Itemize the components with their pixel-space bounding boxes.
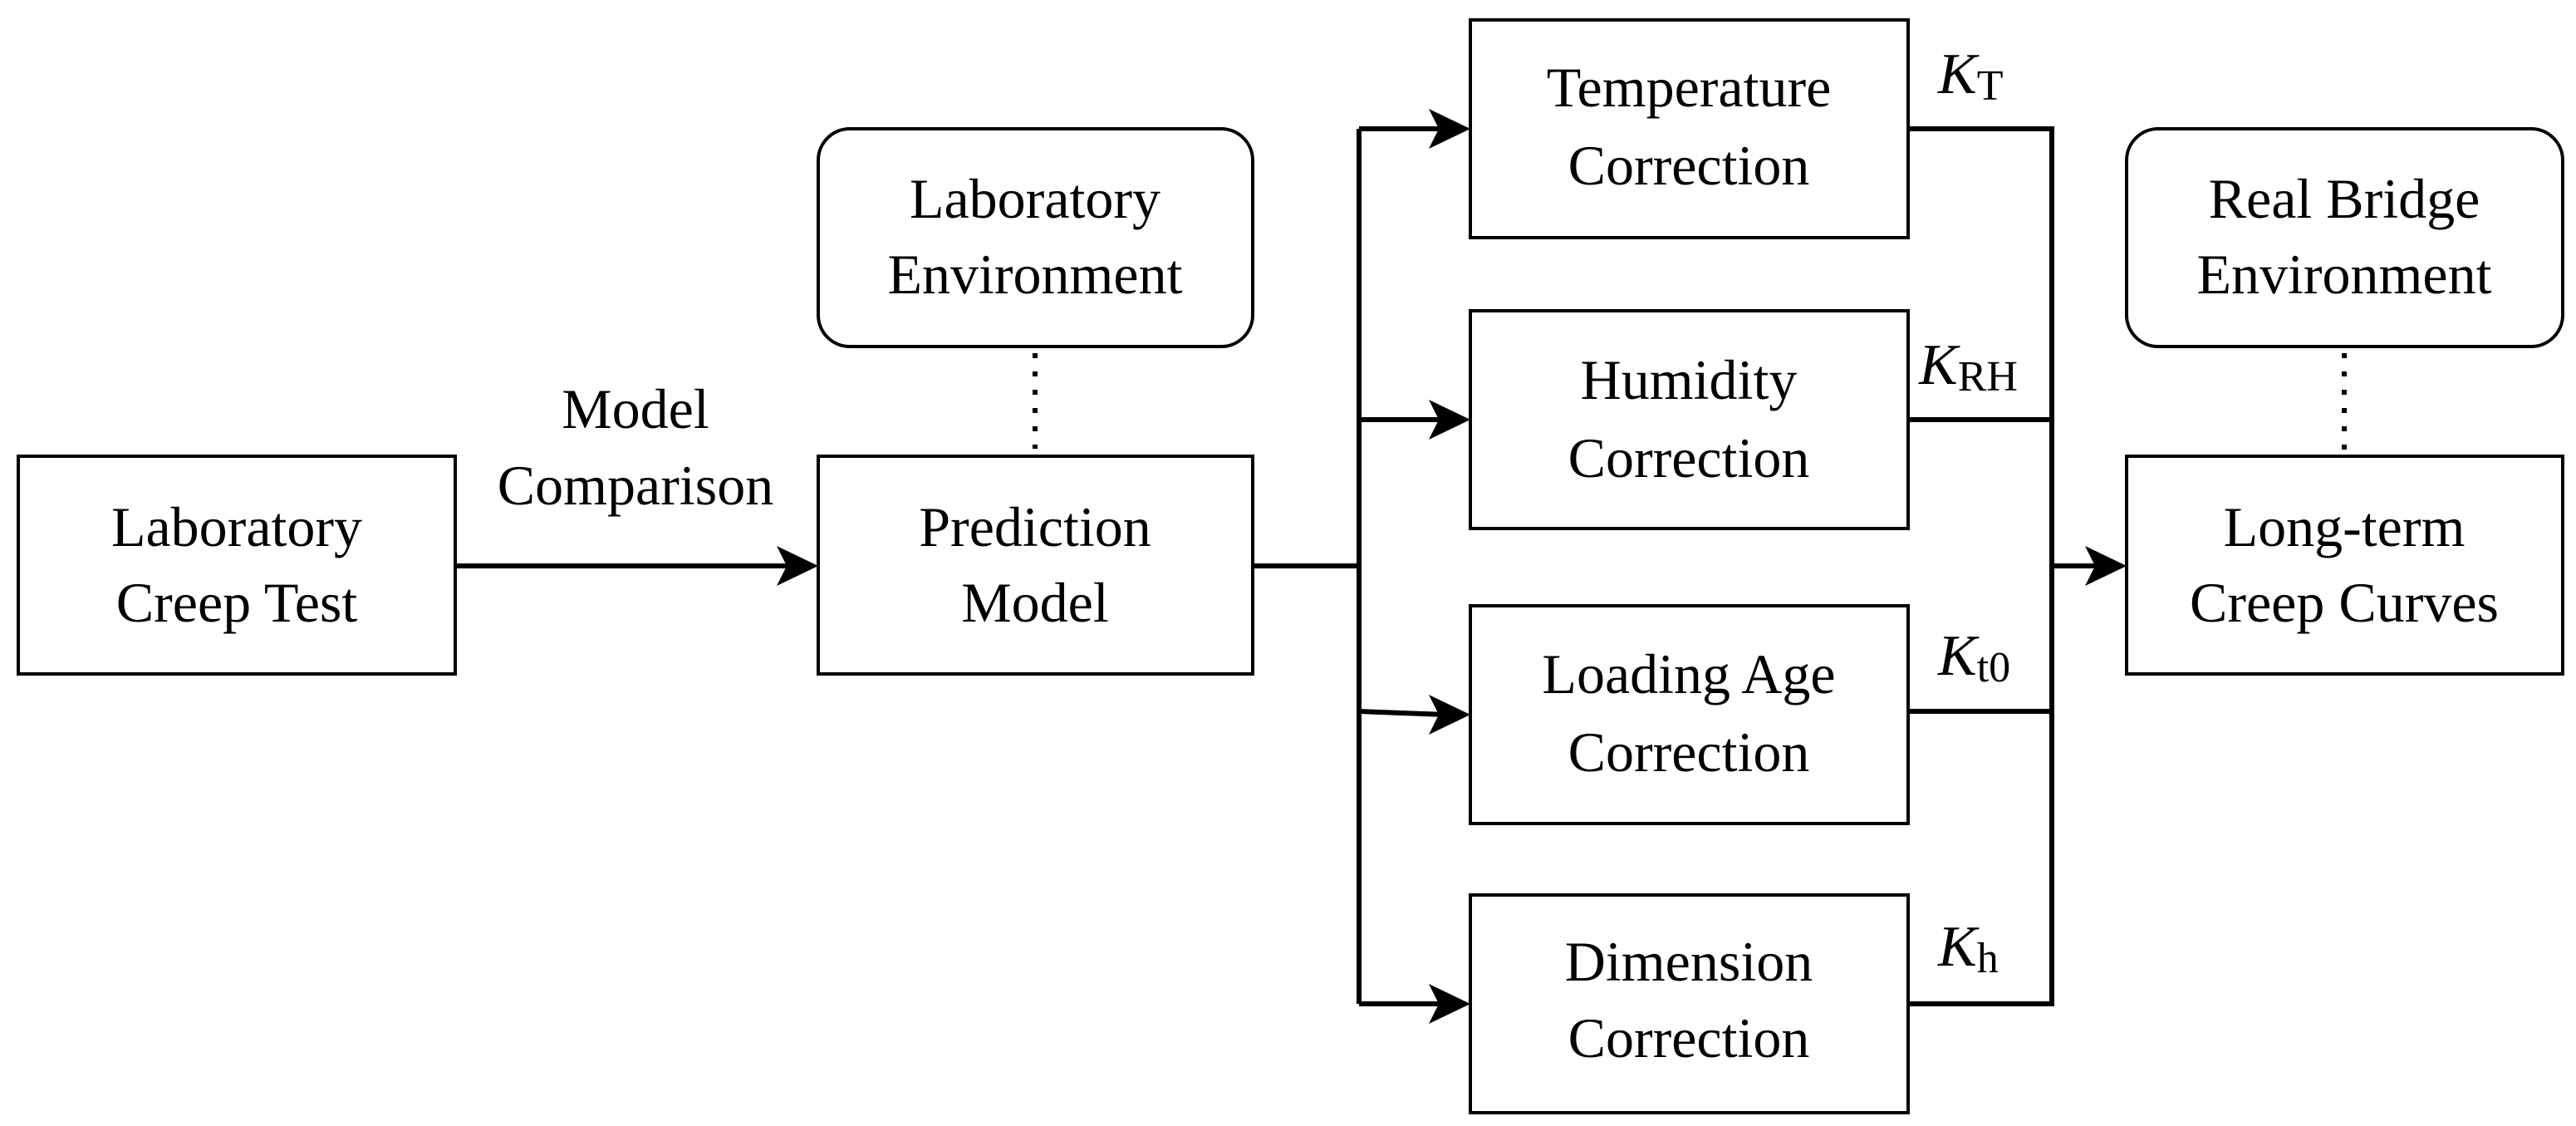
- dimension-line2: Correction: [1568, 1006, 1810, 1069]
- factor-label-temperature: KT: [1937, 42, 2003, 110]
- factor-symbol-temperature: K: [1937, 42, 1980, 106]
- loading-age-correction-box: Loading Age Correction: [1469, 604, 1910, 825]
- lab-environment-box: Laboratory Environment: [817, 127, 1254, 348]
- prediction-model-line1: Prediction: [919, 495, 1151, 558]
- temperature-line1: Temperature: [1547, 56, 1832, 119]
- lab-environment-line1: Laboratory: [910, 167, 1160, 230]
- factor-sub-loading-age: t0: [1977, 644, 2010, 691]
- model-comparison-line1: Model: [562, 377, 709, 440]
- long-term-creep-line1: Long-term: [2224, 495, 2466, 558]
- loading-age-line1: Loading Age: [1542, 642, 1835, 706]
- arrowhead-loading-age: [1429, 695, 1470, 735]
- lab-creep-test-line1: Laboratory: [111, 495, 362, 558]
- humidity-correction-box: Humidity Correction: [1469, 309, 1910, 530]
- factor-label-loading-age: Kt0: [1937, 624, 2010, 691]
- factor-label-humidity: KRH: [1918, 333, 2018, 401]
- arrowhead-humidity: [1429, 400, 1470, 440]
- model-comparison-label: Model Comparison: [498, 377, 773, 517]
- lab-creep-test-box: Laboratory Creep Test: [17, 455, 457, 676]
- temperature-line2: Correction: [1568, 134, 1810, 197]
- dimension-line1: Dimension: [1565, 930, 1813, 993]
- humidity-line1: Humidity: [1581, 348, 1798, 411]
- factor-sub-temperature: T: [1977, 62, 2004, 110]
- factor-label-dimension: Kh: [1937, 915, 1999, 982]
- arrowhead-temperature: [1429, 109, 1470, 149]
- prediction-model-box: Prediction Model: [817, 455, 1254, 676]
- real-bridge-environment-box: Real Bridge Environment: [2125, 127, 2564, 348]
- dimension-correction-box: Dimension Correction: [1469, 893, 1910, 1114]
- factor-sub-humidity: RH: [1958, 353, 2018, 401]
- factor-symbol-humidity: K: [1918, 333, 1960, 397]
- factor-symbol-loading-age: K: [1937, 624, 1980, 688]
- arrowhead-model: [777, 546, 818, 586]
- long-term-creep-curves-box: Long-term Creep Curves: [2125, 455, 2564, 676]
- prediction-model-line2: Model: [961, 571, 1109, 634]
- branch-to-loading-age: [1358, 709, 1446, 717]
- loading-age-line2: Correction: [1568, 720, 1810, 784]
- temperature-correction-box: Temperature Correction: [1469, 18, 1910, 239]
- connectors: [455, 109, 2347, 1024]
- factor-symbol-dimension: K: [1937, 915, 1980, 979]
- arrowhead-dimension: [1429, 984, 1470, 1024]
- humidity-line2: Correction: [1568, 426, 1810, 489]
- lab-creep-test-line2: Creep Test: [116, 571, 358, 634]
- arrowhead-long-term: [2085, 546, 2127, 586]
- lab-environment-line2: Environment: [887, 243, 1182, 306]
- long-term-creep-line2: Creep Curves: [2190, 571, 2499, 634]
- factor-sub-dimension: h: [1977, 935, 1999, 982]
- real-bridge-env-line1: Real Bridge: [2209, 167, 2480, 230]
- real-bridge-env-line2: Environment: [2196, 243, 2491, 306]
- model-comparison-line2: Comparison: [498, 454, 773, 517]
